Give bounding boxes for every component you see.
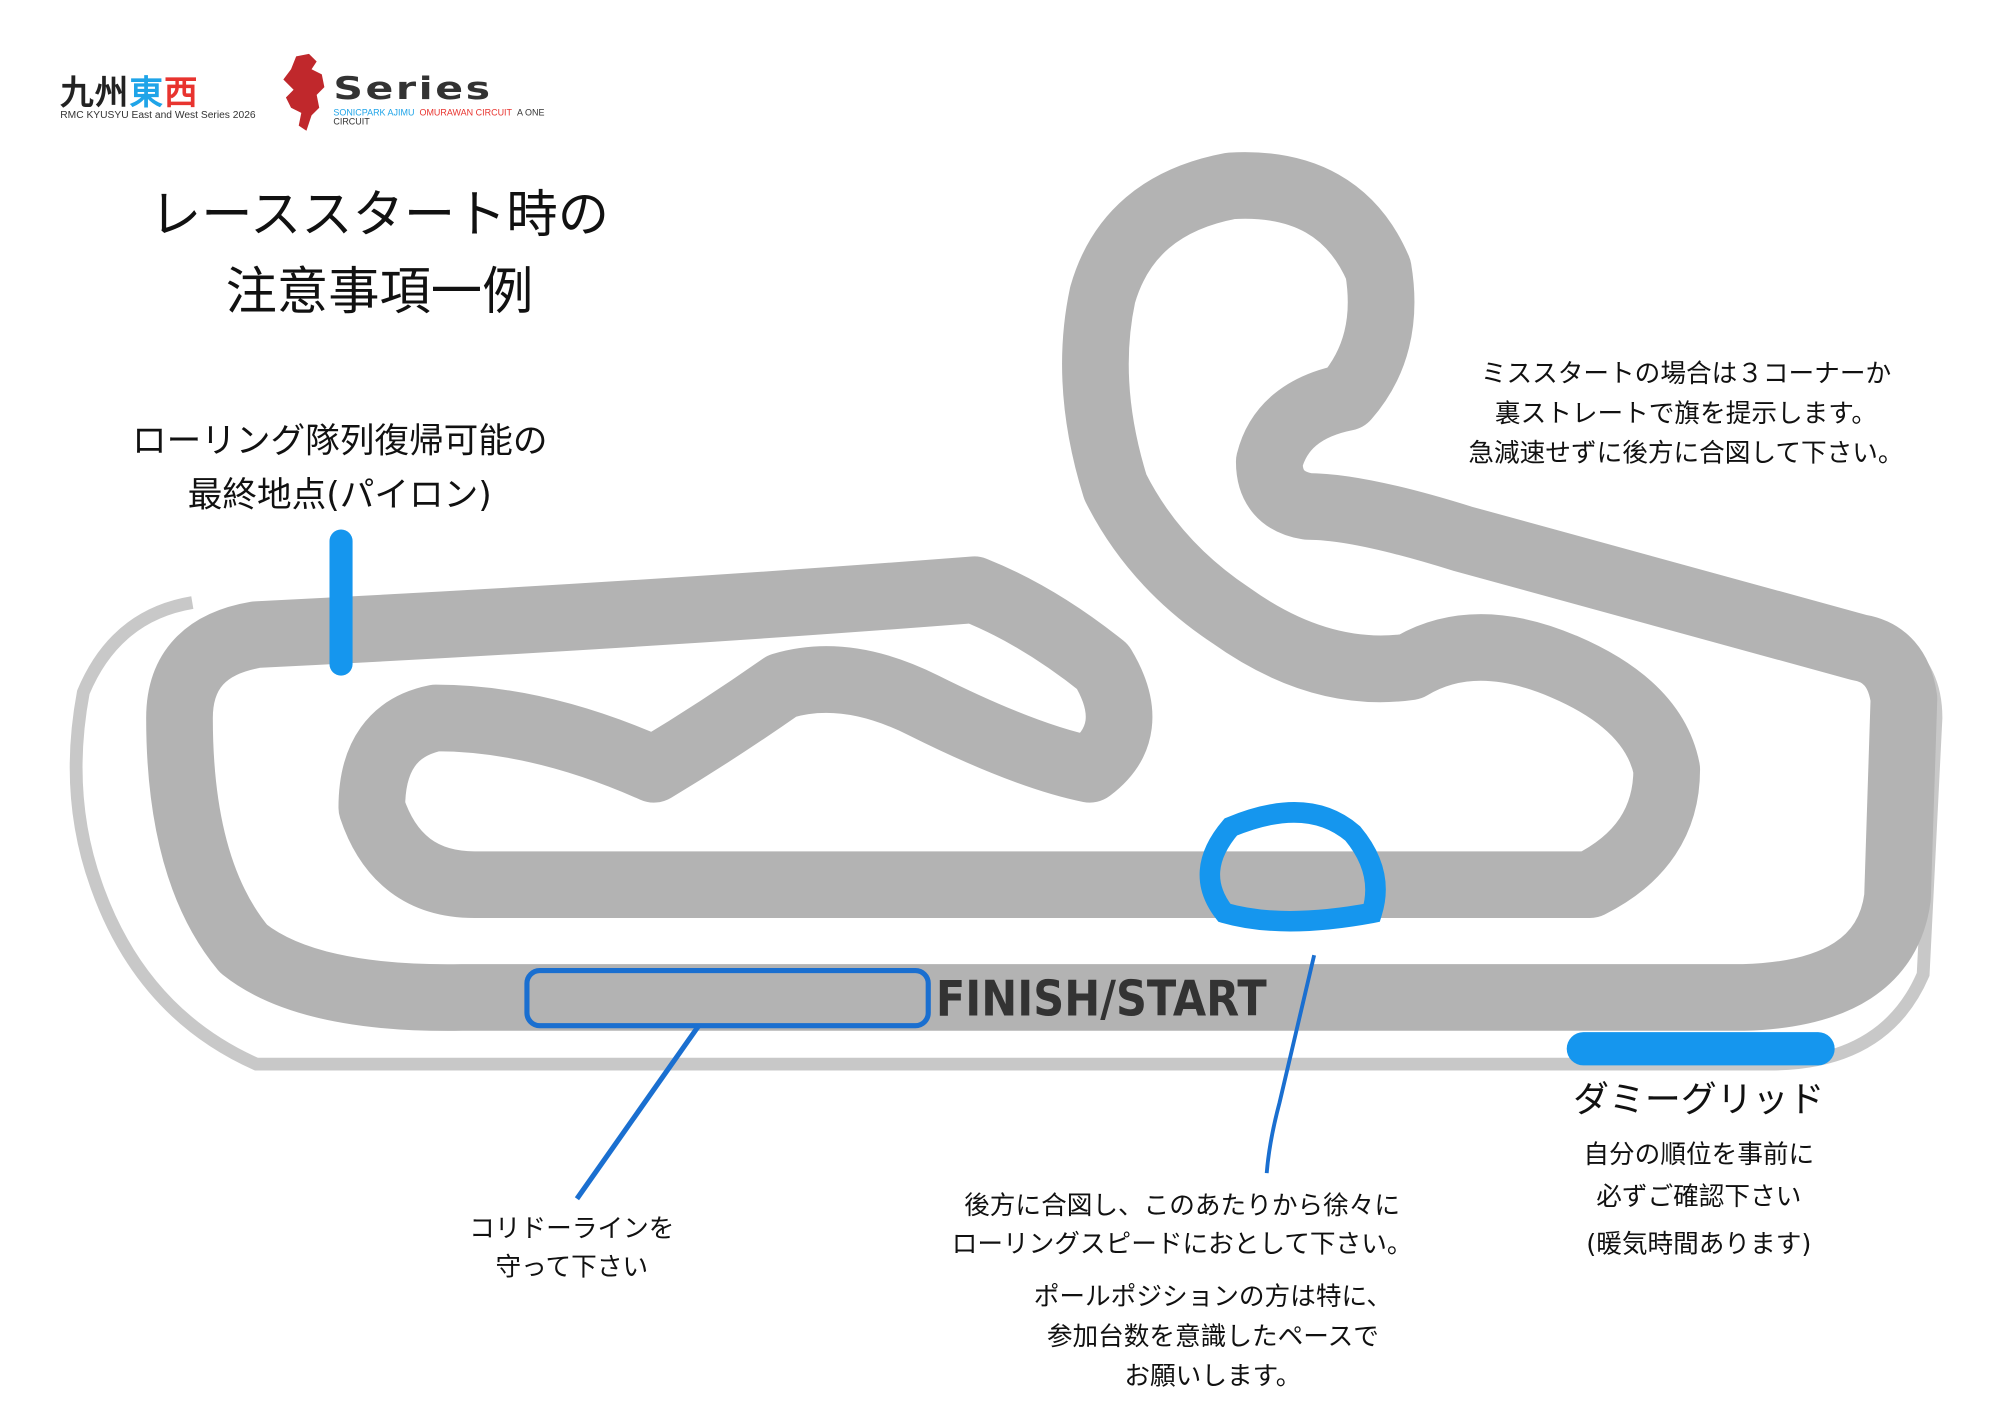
dummy-grid-note: 自分の順位を事前に 必ずご確認下さい (暖気時間あります) [1506, 1133, 1891, 1265]
page-title: レーススタート時の 注意事項一例 [123, 177, 636, 331]
note-line: ローリング隊列復帰可能の [132, 421, 548, 462]
slowdown-zone-circle [1199, 802, 1386, 932]
note-line: 守って下さい [495, 1251, 649, 1283]
circuit-sonicpark: SONICPARK AJIMU [333, 108, 415, 118]
circuit-omurawan: OMURAWAN CIRCUIT [419, 108, 513, 118]
note-line: ローリングスピードにおとして下さい。 [951, 1228, 1413, 1260]
note-line: 自分の順位を事前に [1583, 1138, 1815, 1170]
note-line: ポールポジションの方は特に、 [1033, 1280, 1392, 1312]
logo-series: Series [333, 70, 493, 107]
note-line: 急減速せずに後方に合図して下さい。 [1468, 437, 1904, 468]
pole-position-note: ポールポジションの方は特に、 参加台数を意識したペースで お願いします。 [956, 1277, 1469, 1396]
corridor-note: コリドーラインを 守って下さい [380, 1209, 765, 1286]
misstart-note: ミススタートの場合は３コーナーか 裏ストレートで旗を提示します。 急減速せずに後… [1404, 354, 1968, 473]
kyushu-map-icon [283, 53, 325, 131]
logo-east: 東 [129, 74, 165, 113]
title-line: レーススタート時の [150, 185, 609, 245]
logo-kanji: 九州東西 [60, 67, 199, 114]
finish-start-label: FINISH/START [936, 971, 1267, 1027]
slowdown-note: 後方に合図し、このあたりから徐々に ローリングスピードにおとして下さい。 [887, 1186, 1477, 1263]
note-line: お願いします。 [1124, 1360, 1302, 1392]
note-line: (暖気時間あります) [1586, 1228, 1812, 1260]
note-line: 後方に合図し、このあたりから徐々に [964, 1189, 1401, 1221]
corridor-line-box [524, 967, 931, 1029]
note-line: 参加台数を意識したペースで [1046, 1320, 1379, 1352]
track-surface [146, 152, 1938, 1031]
note-line: ミススタートの場合は３コーナーか [1480, 357, 1892, 389]
series-logo: 九州東西 Series RMC KYUSYU East and West Ser… [58, 51, 571, 134]
logo-west: 西 [164, 74, 199, 113]
note-line: 必ずご確認下さい [1596, 1180, 1802, 1212]
note-line: 裏ストレートで旗を提示します。 [1494, 397, 1877, 429]
slowdown-pointer [1264, 954, 1317, 1174]
logo-circuits: SONICPARK AJIMU OMURAWAN CIRCUIT A ONE C… [333, 109, 570, 127]
title-line: 注意事項一例 [225, 262, 534, 322]
track-outer-edge [69, 596, 1943, 1071]
logo-kyushu: 九州 [60, 74, 130, 113]
rolling-note: ローリング隊列復帰可能の 最終地点(パイロン) [83, 415, 596, 523]
dummy-grid-label: ダミーグリッド [1573, 1078, 1825, 1121]
corridor-pointer [574, 1024, 701, 1201]
logo-subtitle: RMC KYUSYU East and West Series 2026 [60, 108, 256, 121]
circuit-a-one: A ONE CIRCUIT [333, 108, 545, 127]
note-line: 最終地点(パイロン) [187, 475, 492, 516]
note-line: コリドーラインを [469, 1212, 675, 1244]
